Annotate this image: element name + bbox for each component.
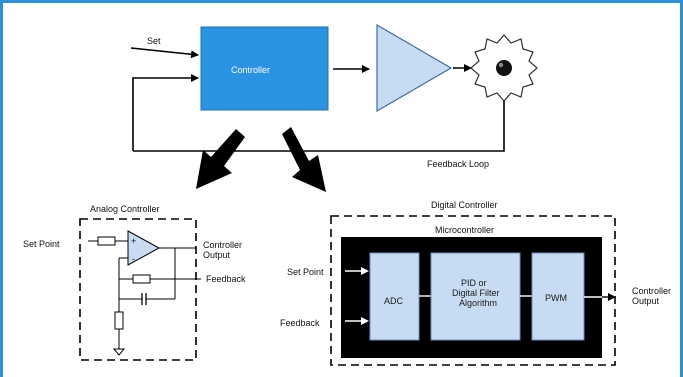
feedback-loop-label: Feedback Loop [427, 159, 489, 169]
ground-symbol [112, 348, 126, 356]
analog-output-label-line2: Output [203, 250, 231, 260]
arrow-to-analog [196, 129, 245, 189]
feedback-input-arrow-digital [361, 317, 369, 325]
adc-label: ADC [384, 296, 404, 306]
pid-label-line2: Digital Filter [452, 288, 500, 298]
op-amp-triangle [127, 230, 161, 266]
set-arrow [130, 47, 199, 59]
controller-label: Controller [231, 65, 270, 75]
pid-label-line1: PID or [461, 278, 487, 288]
digital-feedback-label: Feedback [280, 318, 320, 328]
digital-controller-box [330, 215, 616, 366]
digital-set-point-label: Set Point [287, 267, 324, 277]
analog-feedback-label: Feedback [206, 274, 246, 284]
analog-controller-box [79, 218, 197, 361]
op-amp-minus-sign: - [132, 254, 135, 264]
ground-resistor [114, 311, 124, 330]
digital-output-label-line2: Output [632, 296, 660, 306]
op-amp-plus-sign: + [131, 236, 136, 246]
motor-gear-icon [470, 34, 538, 102]
set-label: Set [147, 36, 161, 46]
feedback-loop-line [133, 101, 505, 152]
arrow-to-digital [282, 127, 326, 192]
set-point-input-arrow [361, 267, 369, 275]
controller-block [200, 26, 329, 111]
pid-block [430, 252, 521, 341]
analog-set-point-label: Set Point [23, 239, 60, 249]
amplifier-triangle [376, 23, 453, 113]
feedback-input-arrow [132, 74, 199, 151]
microcontroller-label: Microcontroller [435, 225, 494, 235]
analog-output-label-line1: Controller [203, 240, 242, 250]
input-resistor [97, 236, 116, 246]
digital-output-label-line1: Controller [632, 286, 671, 296]
pwm-block [531, 252, 585, 341]
pid-label-line3: Algorithm [459, 298, 497, 308]
control-system-diagram: Set Controller Feedback Loop Analog Cont… [23, 23, 671, 366]
pwm-label: PWM [545, 293, 567, 303]
analog-title: Analog Controller [90, 204, 160, 214]
adc-block [369, 252, 420, 341]
feedback-resistor [132, 274, 151, 284]
digital-title: Digital Controller [431, 200, 498, 210]
